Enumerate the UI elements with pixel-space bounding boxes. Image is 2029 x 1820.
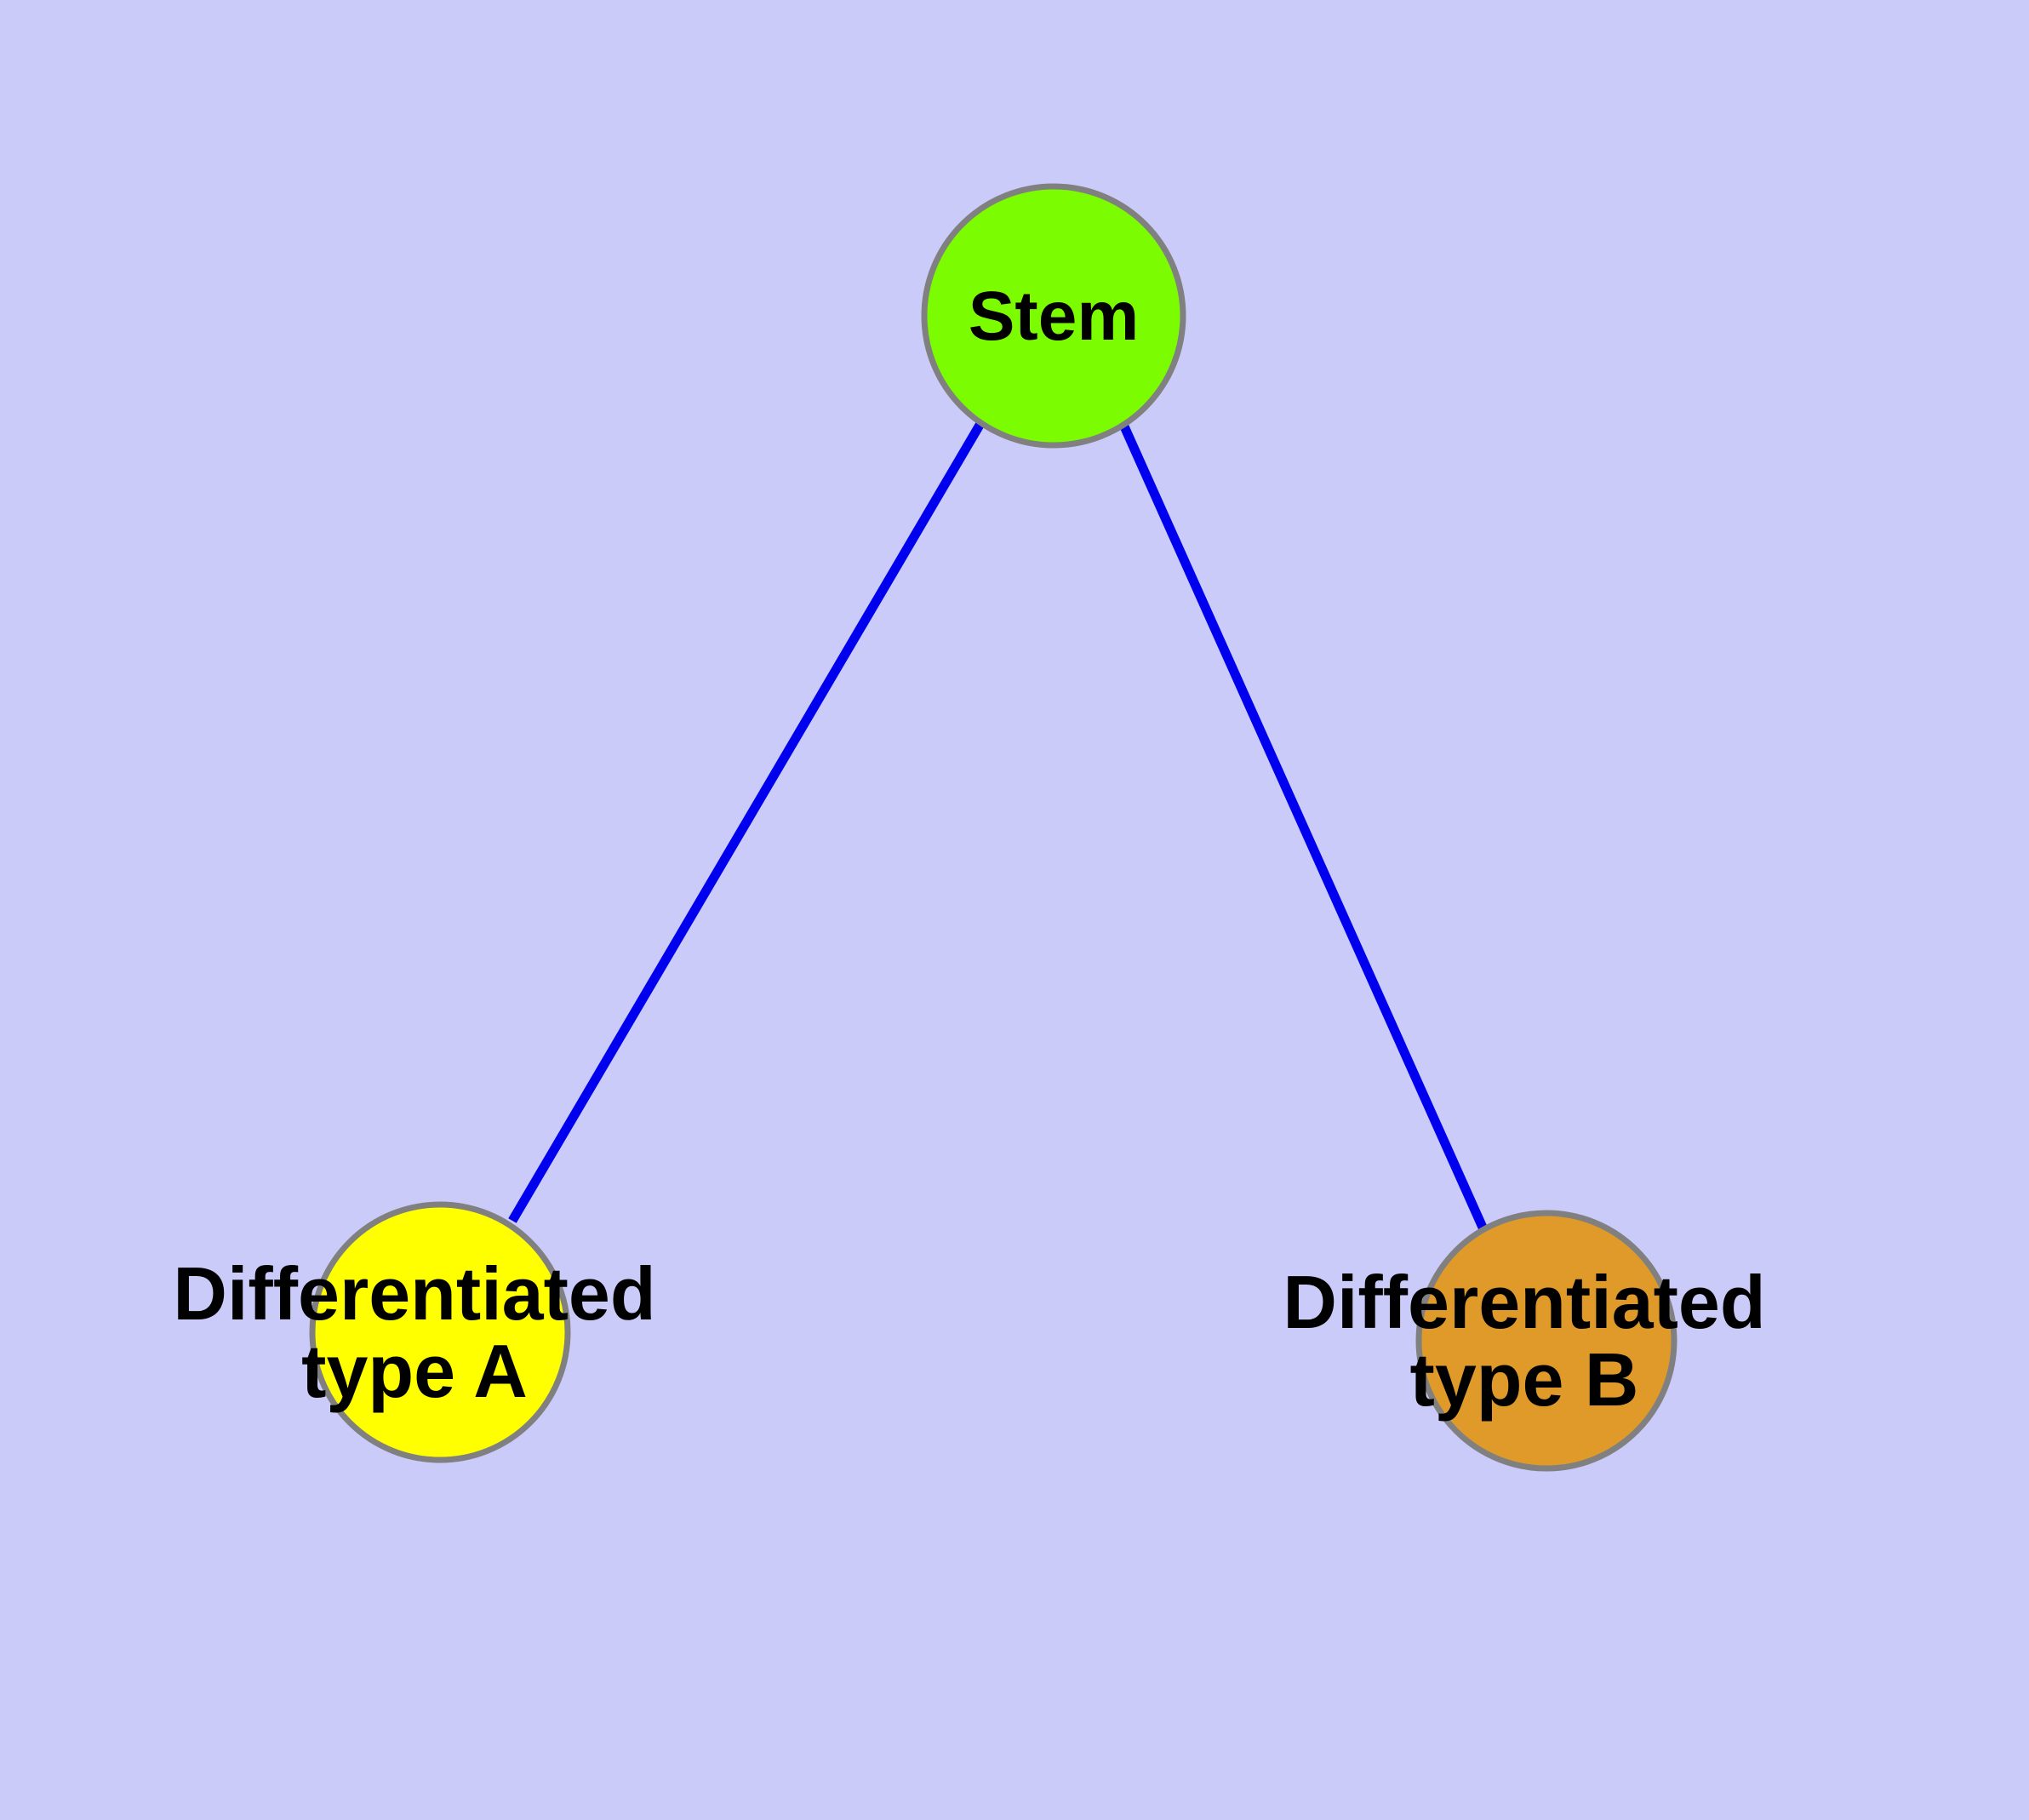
node-differentiated-type-a[interactable] bbox=[309, 1201, 571, 1463]
edge-stem-to-type-b[interactable] bbox=[1116, 416, 1489, 1232]
edge-layer bbox=[508, 416, 1489, 1232]
edge-stem-to-type-a[interactable] bbox=[508, 420, 986, 1223]
node-stem[interactable] bbox=[921, 183, 1186, 449]
node-differentiated-type-b[interactable] bbox=[1415, 1210, 1677, 1472]
node-layer bbox=[309, 183, 1677, 1472]
